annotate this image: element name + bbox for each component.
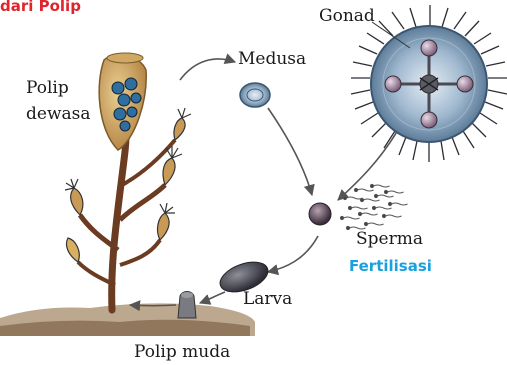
sperm-icon — [340, 184, 407, 229]
arrow-icon — [130, 305, 176, 306]
egg-icon — [309, 203, 331, 225]
label-gonad: Gonad — [319, 6, 375, 26]
young-polyp-icon — [178, 292, 196, 319]
gonad-medusa-icon — [351, 5, 507, 162]
arrow-icon — [200, 292, 225, 303]
arrow-icon — [268, 236, 318, 272]
ground — [0, 303, 255, 336]
label-fertilisasi: Fertilisasi — [349, 256, 432, 276]
label-polip-dewasa-1: Polip — [26, 78, 69, 98]
medusa-icon — [240, 83, 270, 107]
label-larva: Larva — [243, 289, 292, 309]
arrow-icon — [268, 108, 312, 195]
polyp-colony-icon — [65, 53, 191, 310]
arrow-icon — [180, 59, 235, 80]
label-polip-muda: Polip muda — [134, 342, 230, 362]
header-title: dari Polip — [0, 0, 81, 15]
label-sperma: Sperma — [356, 229, 423, 249]
label-polip-dewasa-2: dewasa — [26, 104, 91, 124]
label-medusa: Medusa — [238, 49, 306, 69]
